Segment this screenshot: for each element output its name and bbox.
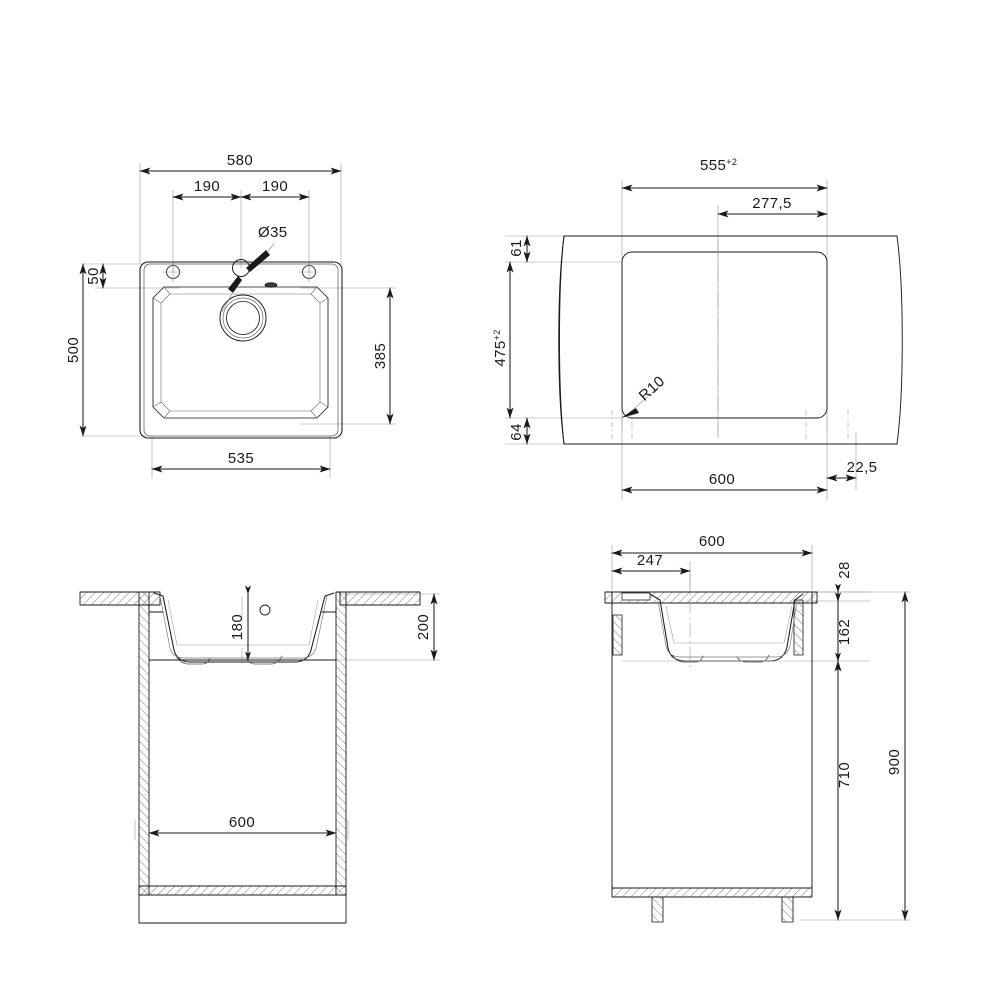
sink-outer-outline [139,261,343,439]
view-front-section: 180 200 600 [79,585,441,924]
dim-190-left-label: 190 [194,178,220,195]
tap-hole-section-front [259,604,271,616]
drain-outlet [219,294,267,342]
dim-555-label: 555+2 [700,157,737,174]
cabinet-walls-front [138,591,347,924]
dim-385-label: 385 [372,343,389,369]
dim-600-front-label: 600 [229,814,255,831]
dim-600-cutout-label: 600 [709,471,735,488]
dim-r10-label: R10 [636,373,669,405]
dim-900-label: 900 [886,749,903,775]
overflow-slot [264,282,278,288]
cabinet-leg-right [781,896,794,923]
worktop-slab-front [79,591,421,606]
worktop-outline [559,235,898,445]
dim-22-5-label: 22,5 [847,459,878,476]
dim-200-label: 200 [415,614,432,640]
dim-61-label: 61 [508,239,525,257]
sink-bowl-section-side [621,593,804,663]
dim-162-label: 162 [836,619,853,645]
sink-bowl-rim [152,286,329,419]
view-top-sink: 580 190 190 Ø35 50 500 385 535 [65,152,397,479]
dim-475-label: 475+2 [492,329,509,366]
cabinet-leg-left [651,896,664,923]
sink-bowl-section-front [148,592,337,665]
tap-hole-right [298,261,320,283]
cabinet-body-side [611,591,813,923]
dim-180-label: 180 [229,614,246,640]
dim-535-label: 535 [228,450,254,467]
diameter-leader [228,250,270,293]
dim-600-side-label: 600 [699,533,725,550]
dim-500-label: 500 [65,337,82,363]
dim-190-right-label: 190 [262,178,288,195]
dim-28-label: 28 [836,561,853,579]
view-side-section: 600 247 28 162 710 900 [604,533,911,923]
dim-580-label: 580 [227,152,253,169]
dim-diameter-35-label: Ø35 [258,224,288,241]
dim-710-label: 710 [836,762,853,788]
dim-247-label: 247 [637,552,663,569]
sink-bowl-inner [160,293,321,412]
worktop-slab-side [604,591,818,604]
cutout-rect [621,251,828,419]
dim-64-label: 64 [508,423,525,441]
dim-277-5-label: 277,5 [752,195,792,212]
dim-50-label: 50 [85,267,102,285]
view-worktop-cutout: 555+2 277,5 61 475+2 64 R10 600 22,5 [492,157,903,501]
tap-hole-left [162,261,184,283]
